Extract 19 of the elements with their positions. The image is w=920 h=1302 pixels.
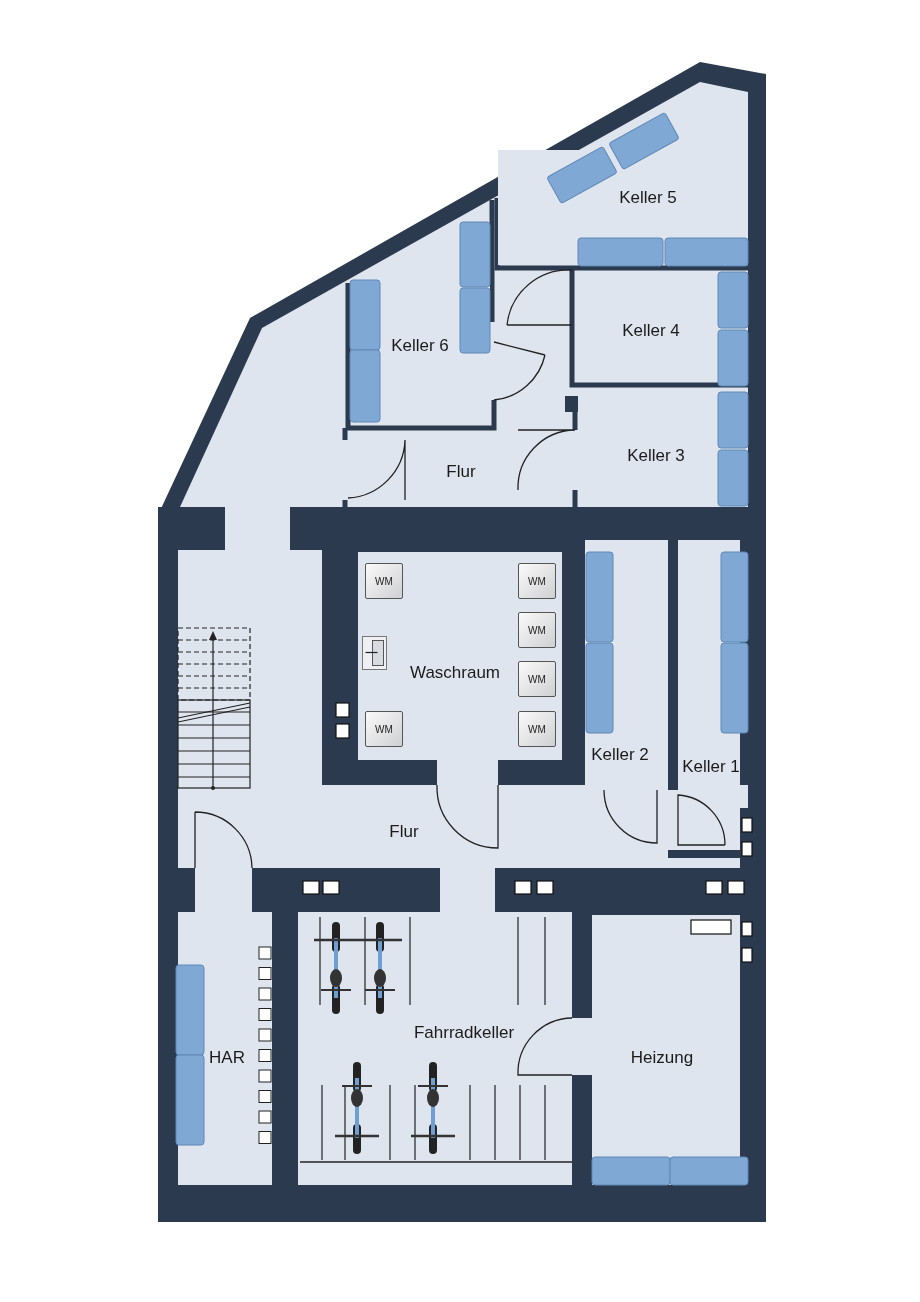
room-label: Keller 6 — [391, 336, 449, 356]
room-label: HAR — [209, 1048, 245, 1068]
room-label: Fahrradkeller — [413, 1023, 515, 1043]
washing-machine: WM — [365, 563, 403, 599]
room-label: Keller 3 — [627, 446, 685, 466]
room-label: Heizung — [630, 1048, 694, 1068]
room-label: Flur — [389, 822, 419, 842]
room-label: Keller 2 — [591, 745, 649, 765]
room — [358, 552, 562, 760]
washing-machine: WM — [518, 612, 556, 648]
washing-machine: WM — [365, 711, 403, 747]
washing-machine: WM — [518, 711, 556, 747]
washing-machine: WM — [518, 661, 556, 697]
room-label: Keller 5 — [619, 188, 677, 208]
room-label: Flur — [446, 462, 476, 482]
room-label: Keller 4 — [622, 321, 680, 341]
room-label: Keller 1 — [682, 757, 740, 777]
washing-machine: WM — [518, 563, 556, 599]
room-label: Waschraum — [409, 663, 501, 683]
